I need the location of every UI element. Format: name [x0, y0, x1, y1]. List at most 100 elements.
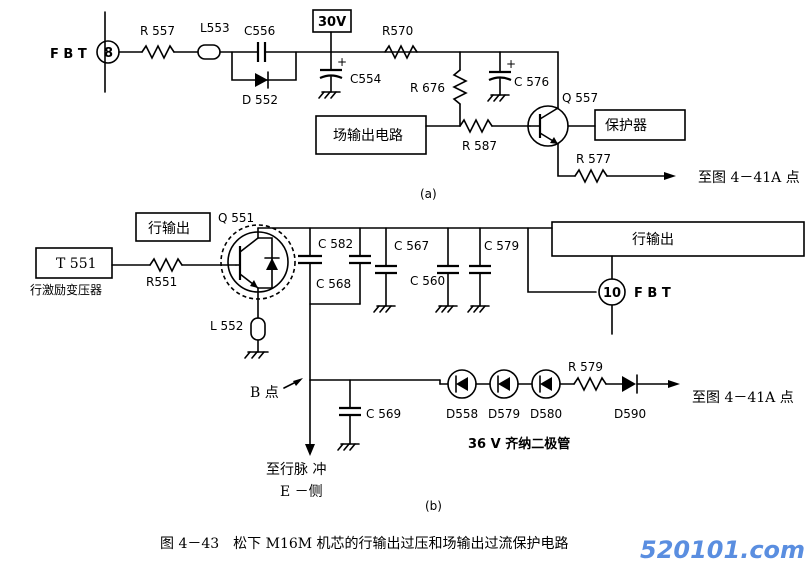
wire	[349, 443, 356, 451]
watermark-logo: 520101.com	[640, 536, 805, 564]
arrow-a	[664, 172, 676, 180]
wire	[258, 351, 265, 359]
wire	[493, 94, 500, 102]
label-r551: R551	[146, 275, 177, 289]
wire	[373, 305, 380, 313]
resistor-r576	[452, 69, 468, 105]
label-c568: C 568	[316, 277, 351, 291]
shape	[550, 137, 558, 144]
wire	[343, 443, 350, 451]
label-c567: C 567	[394, 239, 429, 253]
wire	[467, 305, 474, 313]
transistor-q551	[227, 231, 289, 293]
fbt-pin8-number: 8	[104, 46, 113, 61]
label-plus: +	[506, 57, 516, 71]
wire	[330, 91, 337, 99]
label-field-output: 场输出电路	[333, 128, 403, 144]
wire	[473, 305, 480, 313]
label-c556: C556	[244, 24, 275, 38]
wire	[447, 305, 454, 313]
wire	[319, 74, 343, 80]
diode-d552	[255, 73, 268, 87]
resistor-r577	[574, 168, 608, 184]
label-d579: D579	[488, 407, 520, 421]
resistor-r551	[149, 257, 183, 273]
wire	[557, 143, 576, 177]
wire	[499, 94, 506, 102]
wire	[487, 94, 494, 102]
label-c560: C 560	[410, 274, 445, 288]
label-to-point-a: 至图 4－41A 点	[698, 170, 800, 186]
label-r570: R570	[382, 24, 413, 38]
label-q551: Q 551	[218, 211, 254, 225]
label-c554: C554	[350, 72, 381, 86]
label-pulse-2: E －侧	[280, 484, 323, 500]
fbt-pin10-number: 10	[603, 286, 621, 301]
wire	[324, 91, 331, 99]
label-d558: D558	[446, 407, 478, 421]
label-r557: R 557	[140, 24, 175, 38]
wire	[527, 227, 597, 293]
inductor-l552	[250, 317, 266, 341]
circuit-b: 行输出 Q 551 T 551 行激励变压器 R551 L 552	[30, 211, 805, 513]
label-h-output-right: 行输出	[632, 232, 674, 248]
h-output-transformer-box	[551, 221, 805, 257]
wire	[488, 76, 512, 82]
wire	[244, 351, 251, 359]
shape	[250, 280, 258, 288]
wire	[385, 305, 392, 313]
resistor-r570	[384, 44, 418, 60]
label-r576: R 676	[410, 81, 445, 95]
pulse-arrow	[305, 444, 315, 456]
field-output-circuit-box	[315, 115, 427, 155]
protector-box	[594, 109, 686, 141]
fbt-label-b: F B T	[634, 286, 671, 301]
label-t551: T 551	[56, 256, 97, 272]
shape	[540, 377, 552, 391]
damper-diode	[266, 258, 278, 270]
wire	[318, 91, 325, 99]
label-pulse-1: 至行脉 冲	[266, 462, 326, 478]
label-r579: R 579	[568, 360, 603, 374]
label-q557: Q 557	[562, 91, 598, 105]
label-h-output-box: 行输出	[148, 221, 190, 237]
label-b-point: B 点	[250, 385, 279, 401]
resistor-r587	[459, 118, 493, 134]
caption-b: (b)	[425, 499, 442, 513]
shape	[498, 377, 510, 391]
figure-caption: 图 4－43 松下 M16M 机芯的行输出过压和场输出过流保护电路	[160, 536, 569, 552]
label-c582: C 582	[318, 237, 353, 251]
wire	[441, 305, 448, 313]
wire	[239, 237, 259, 253]
fbt-label-a: F B T	[50, 47, 87, 62]
label-d590: D590	[614, 407, 646, 421]
caption-a: (a)	[420, 187, 437, 201]
label-to-point-b: 至图 4－41A 点	[692, 390, 794, 406]
label-c576: C 576	[514, 75, 549, 89]
t551-box	[35, 247, 113, 279]
wire	[337, 443, 344, 451]
label-r577: R 577	[576, 152, 611, 166]
diode-d590	[622, 376, 636, 392]
label-d552: D 552	[242, 93, 278, 107]
inductor-l553	[197, 44, 221, 60]
label-l552: L 552	[210, 319, 243, 333]
arrow-b	[668, 380, 680, 388]
supply-30v-box	[312, 9, 352, 33]
label-c579: C 579	[484, 239, 519, 253]
resistor-r579	[573, 376, 607, 392]
wire	[479, 305, 486, 313]
circuit-a: 8 F B T R 557 L553 C556 D 552 30V +	[50, 9, 800, 201]
wire	[379, 305, 386, 313]
label-30v: 30V	[318, 15, 346, 30]
label-r587: R 587	[462, 139, 497, 153]
label-zener: 36 V 齐纳二极管	[468, 436, 570, 452]
label-l553: L553	[200, 21, 230, 35]
shape	[456, 377, 468, 391]
label-protector: 保护器	[605, 118, 647, 134]
resistor-r557	[141, 44, 175, 60]
h-output-label-box	[135, 212, 211, 242]
wire	[251, 351, 258, 359]
wire	[435, 305, 442, 313]
